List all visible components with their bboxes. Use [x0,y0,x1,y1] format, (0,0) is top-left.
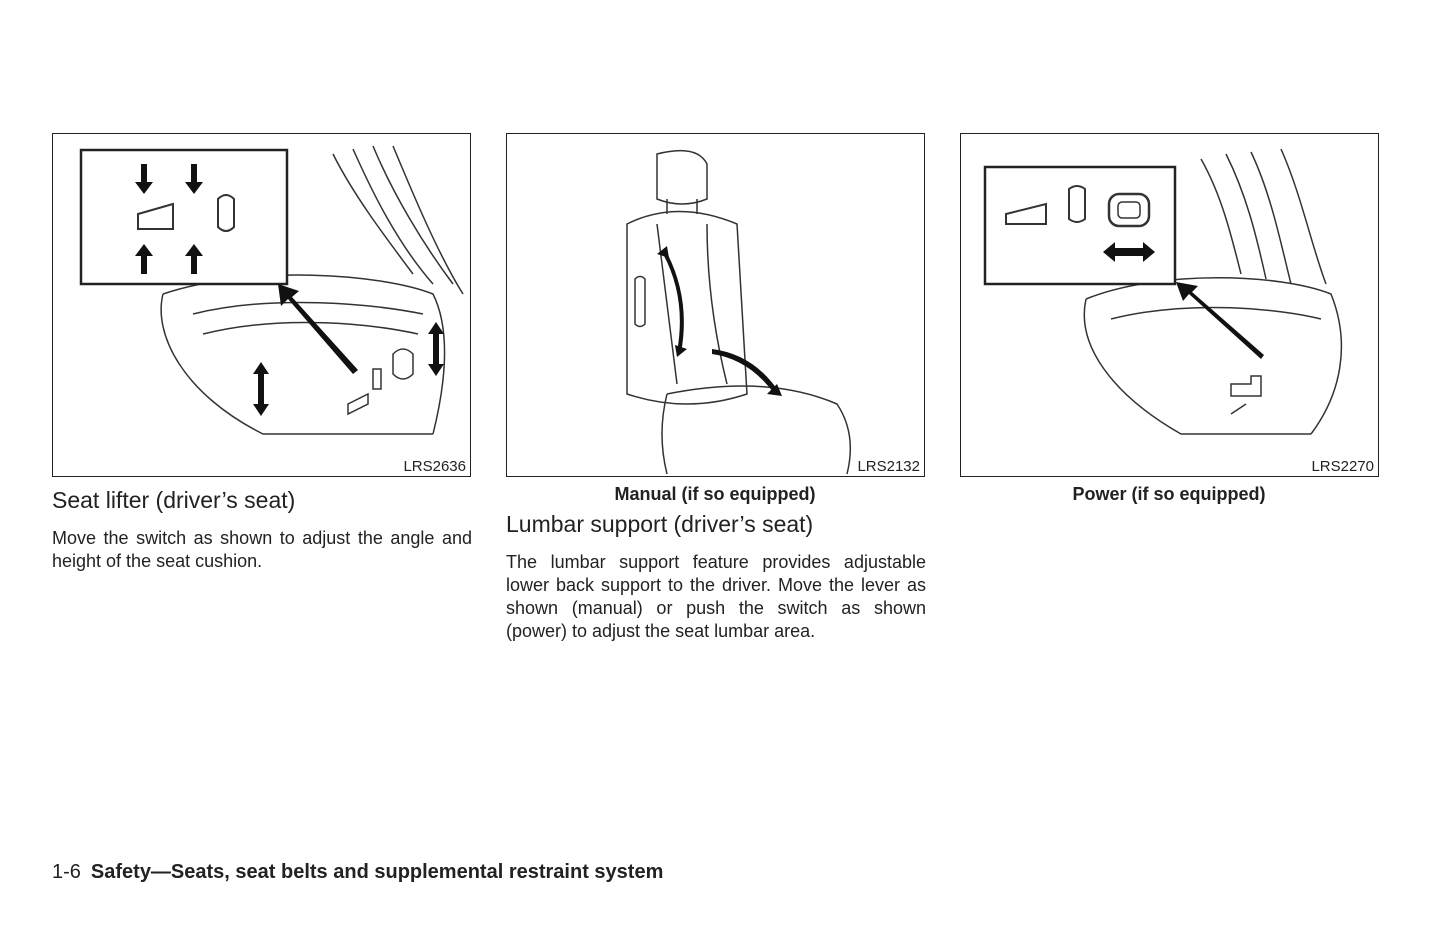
lumbar-heading: Lumbar support (driver’s seat) [506,511,814,537]
power-caption: Power (if so equipped) [1072,484,1266,504]
lumbar-manual-illustration: LRS2132 [506,133,925,477]
seat-lifter-body: Move the switch as shown to adjust the a… [52,528,472,571]
page-number: 1-6 [52,861,81,883]
lumbar-body: The lumbar support feature provides adju… [506,552,926,641]
figure-code: LRS2636 [403,458,466,475]
figure-code: LRS2132 [857,458,920,475]
seat-lifter-illustration: LRS2636 [52,133,471,477]
seat-lifter-heading: Seat lifter (driver’s seat) [52,487,296,513]
figure-code: LRS2270 [1311,458,1374,475]
lumbar-power-illustration: LRS2270 [960,133,1379,477]
footer-section-title: Safety—Seats, seat belts and supplementa… [90,861,664,883]
page-footer: 1-6 Safety—Seats, seat belts and suppleme… [52,861,663,884]
manual-caption: Manual (if so equipped) [614,484,816,504]
